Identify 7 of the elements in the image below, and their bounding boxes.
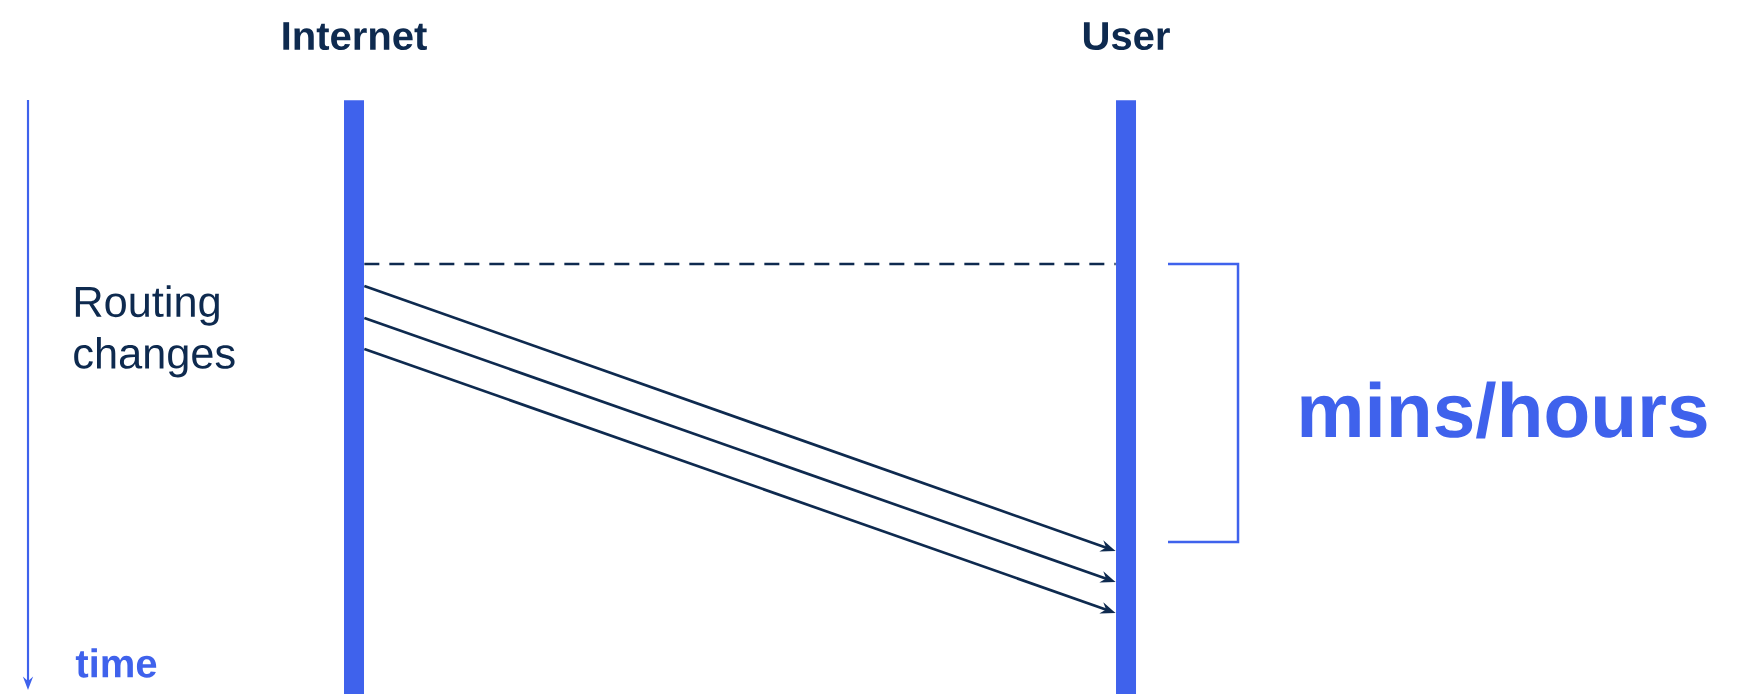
duration-label: mins/hours (1301, 381, 1707, 439)
note-text: Routing changes (74, 285, 235, 378)
lifeline-bar (1116, 100, 1136, 694)
lifeline-heading: User (1083, 22, 1170, 51)
lifeline-bar (344, 100, 364, 694)
axis-label: time (75, 648, 157, 678)
lifeline-heading: Internet (283, 22, 427, 51)
